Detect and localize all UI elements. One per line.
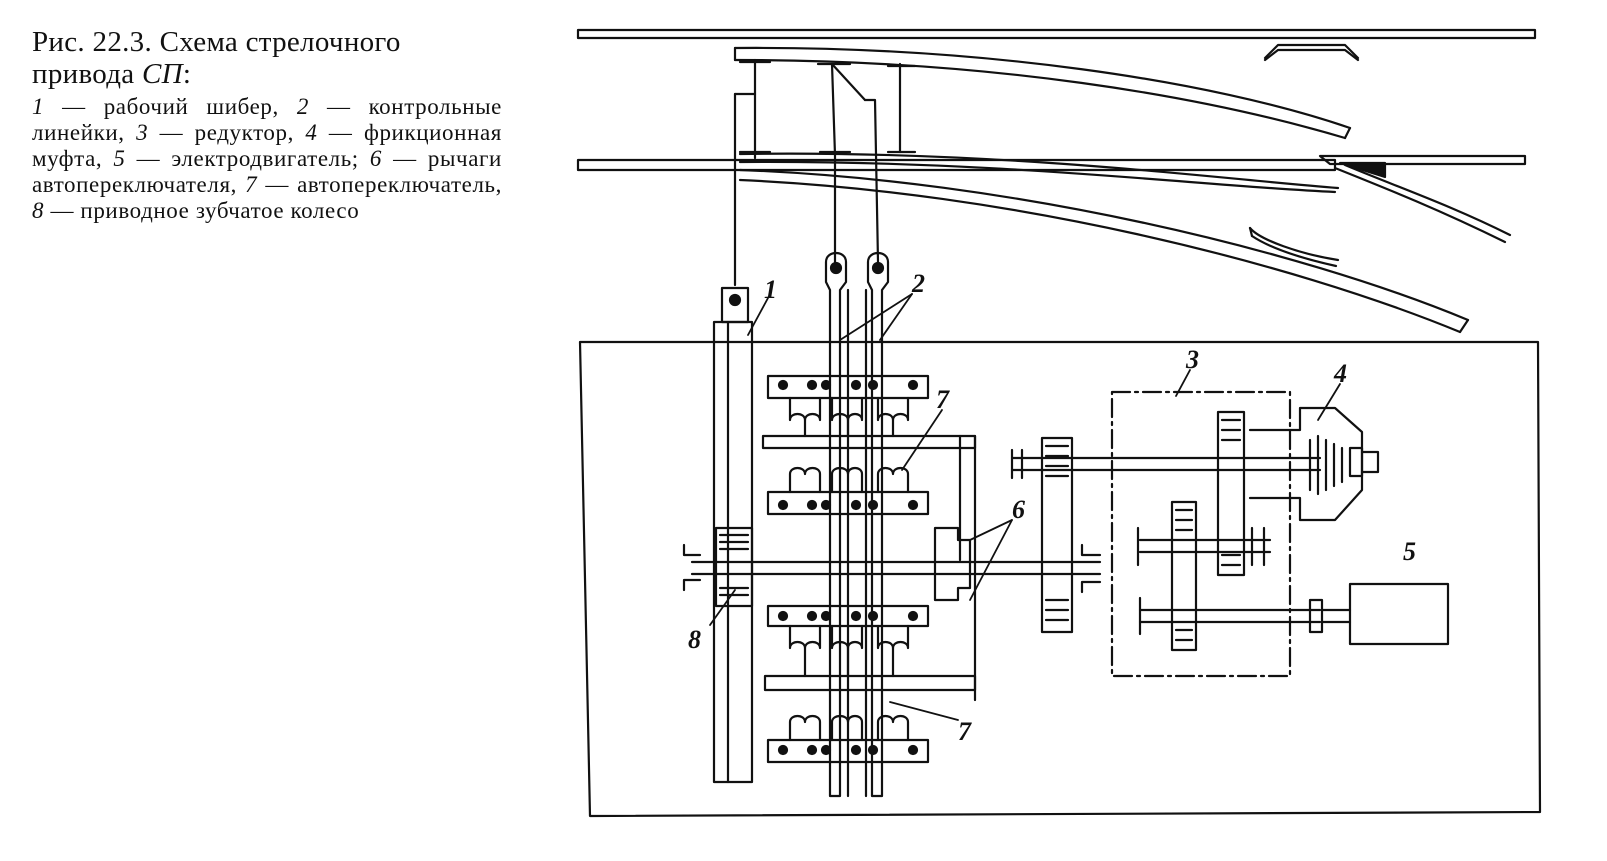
number-labels: 1 2 3 4 5 6 7 7 8 bbox=[688, 269, 1416, 746]
auto-switch-lower bbox=[763, 604, 977, 764]
caption-legend: 1 — рабочий шибер, 2 — контрольные линей… bbox=[32, 94, 502, 224]
legend-text: фрикционная муфта, bbox=[32, 120, 502, 171]
legend-dash: — bbox=[257, 172, 298, 197]
label-6: 6 bbox=[1012, 495, 1025, 524]
legend-dash: — bbox=[44, 94, 104, 119]
legend-text: редуктор, bbox=[194, 120, 306, 145]
transmission-gear bbox=[1040, 436, 1074, 634]
legend-number: 8 bbox=[32, 198, 45, 223]
label-8: 8 bbox=[688, 625, 701, 654]
main-shaft bbox=[682, 543, 1102, 594]
drive-housing bbox=[578, 340, 1542, 818]
reducer-box bbox=[1110, 390, 1292, 678]
legend-text: контрольные линейки, bbox=[32, 94, 502, 145]
legend-number: 3 bbox=[136, 120, 149, 145]
legend-dash: — bbox=[44, 198, 81, 223]
detector-rods bbox=[824, 251, 890, 798]
legend-item: 2 — контрольные линейки, bbox=[32, 94, 502, 145]
legend-dash: — bbox=[148, 120, 195, 145]
switch-drive-diagram: 1 2 3 4 5 6 7 7 8 bbox=[576, 28, 1542, 818]
legend-item: 5 — электродвигатель; bbox=[113, 146, 370, 171]
label-3: 3 bbox=[1185, 345, 1199, 374]
legend-text: автопереключатель, bbox=[297, 172, 502, 197]
stock-rail-upper bbox=[576, 28, 1537, 40]
frog-wedge bbox=[1338, 161, 1387, 179]
legend-text: рабочий шибер, bbox=[103, 94, 297, 119]
diverging-rail bbox=[738, 168, 1470, 334]
legend-number: 5 bbox=[113, 146, 126, 171]
caption-title-colon: : bbox=[182, 58, 192, 90]
legend-number: 2 bbox=[296, 94, 309, 119]
friction-clutch bbox=[1248, 406, 1380, 522]
upper-shaft bbox=[1010, 448, 1322, 480]
label-2: 2 bbox=[911, 269, 925, 298]
legend-dash: — bbox=[125, 146, 172, 171]
label-5: 5 bbox=[1403, 537, 1416, 566]
legend-dash: — bbox=[317, 120, 364, 145]
reducer-gears bbox=[1136, 410, 1322, 652]
guard-rail-upper bbox=[1263, 43, 1360, 62]
leader-lines bbox=[709, 293, 1341, 721]
auto-switch-upper bbox=[761, 374, 977, 702]
auto-switch-levers bbox=[933, 526, 972, 602]
auto-switch-upper-contacts bbox=[777, 379, 919, 511]
stock-rail-lower bbox=[576, 154, 1527, 172]
point-rods bbox=[733, 58, 917, 287]
frog-rail bbox=[1333, 163, 1512, 244]
guard-rail-lower bbox=[1248, 226, 1340, 268]
label-7-lower: 7 bbox=[958, 717, 972, 746]
legend-item: 3 — редуктор, bbox=[136, 120, 305, 145]
figure-caption: Рис. 22.3. Схема стрелочного привода СП:… bbox=[32, 26, 502, 224]
label-1: 1 bbox=[764, 275, 777, 304]
caption-title-line1: Рис. 22.3. Схема стрелочного bbox=[32, 26, 401, 58]
legend-dash: — bbox=[382, 146, 428, 171]
drive-gear bbox=[714, 526, 754, 608]
electric-motor bbox=[1308, 582, 1450, 646]
legend-dash: — bbox=[308, 94, 369, 119]
legend-number: 1 bbox=[32, 94, 45, 119]
legend-number: 7 bbox=[245, 172, 258, 197]
caption-title-line2: привода bbox=[32, 58, 142, 90]
legend-item: 8 — приводное зубчатое колесо bbox=[32, 198, 359, 223]
switch-point-upper bbox=[733, 46, 1352, 140]
legend-item: 7 — автопереключатель, bbox=[245, 172, 502, 197]
legend-item: 6 — рычаги автопереключателя, bbox=[32, 146, 502, 197]
legend-item: 1 — рабочий шибер, bbox=[32, 94, 297, 119]
throw-bar bbox=[712, 286, 754, 784]
label-4: 4 bbox=[1333, 359, 1347, 388]
legend-text: электродвигатель; bbox=[171, 146, 370, 171]
legend-text: рычаги автопереключателя, bbox=[32, 146, 502, 197]
caption-title-abbrev: СП bbox=[141, 58, 183, 90]
legend-number: 6 bbox=[369, 146, 383, 171]
auto-switch-lower-contacts bbox=[777, 610, 919, 756]
legend-text: приводное зубчатое колесо bbox=[80, 198, 360, 223]
switch-point-lower bbox=[738, 152, 1340, 194]
legend-number: 4 bbox=[305, 120, 318, 145]
legend-item: 4 — фрикционная муфта, bbox=[32, 120, 502, 171]
caption-title: Рис. 22.3. Схема стрелочного привода СП: bbox=[32, 26, 502, 90]
label-7-upper: 7 bbox=[936, 385, 950, 414]
